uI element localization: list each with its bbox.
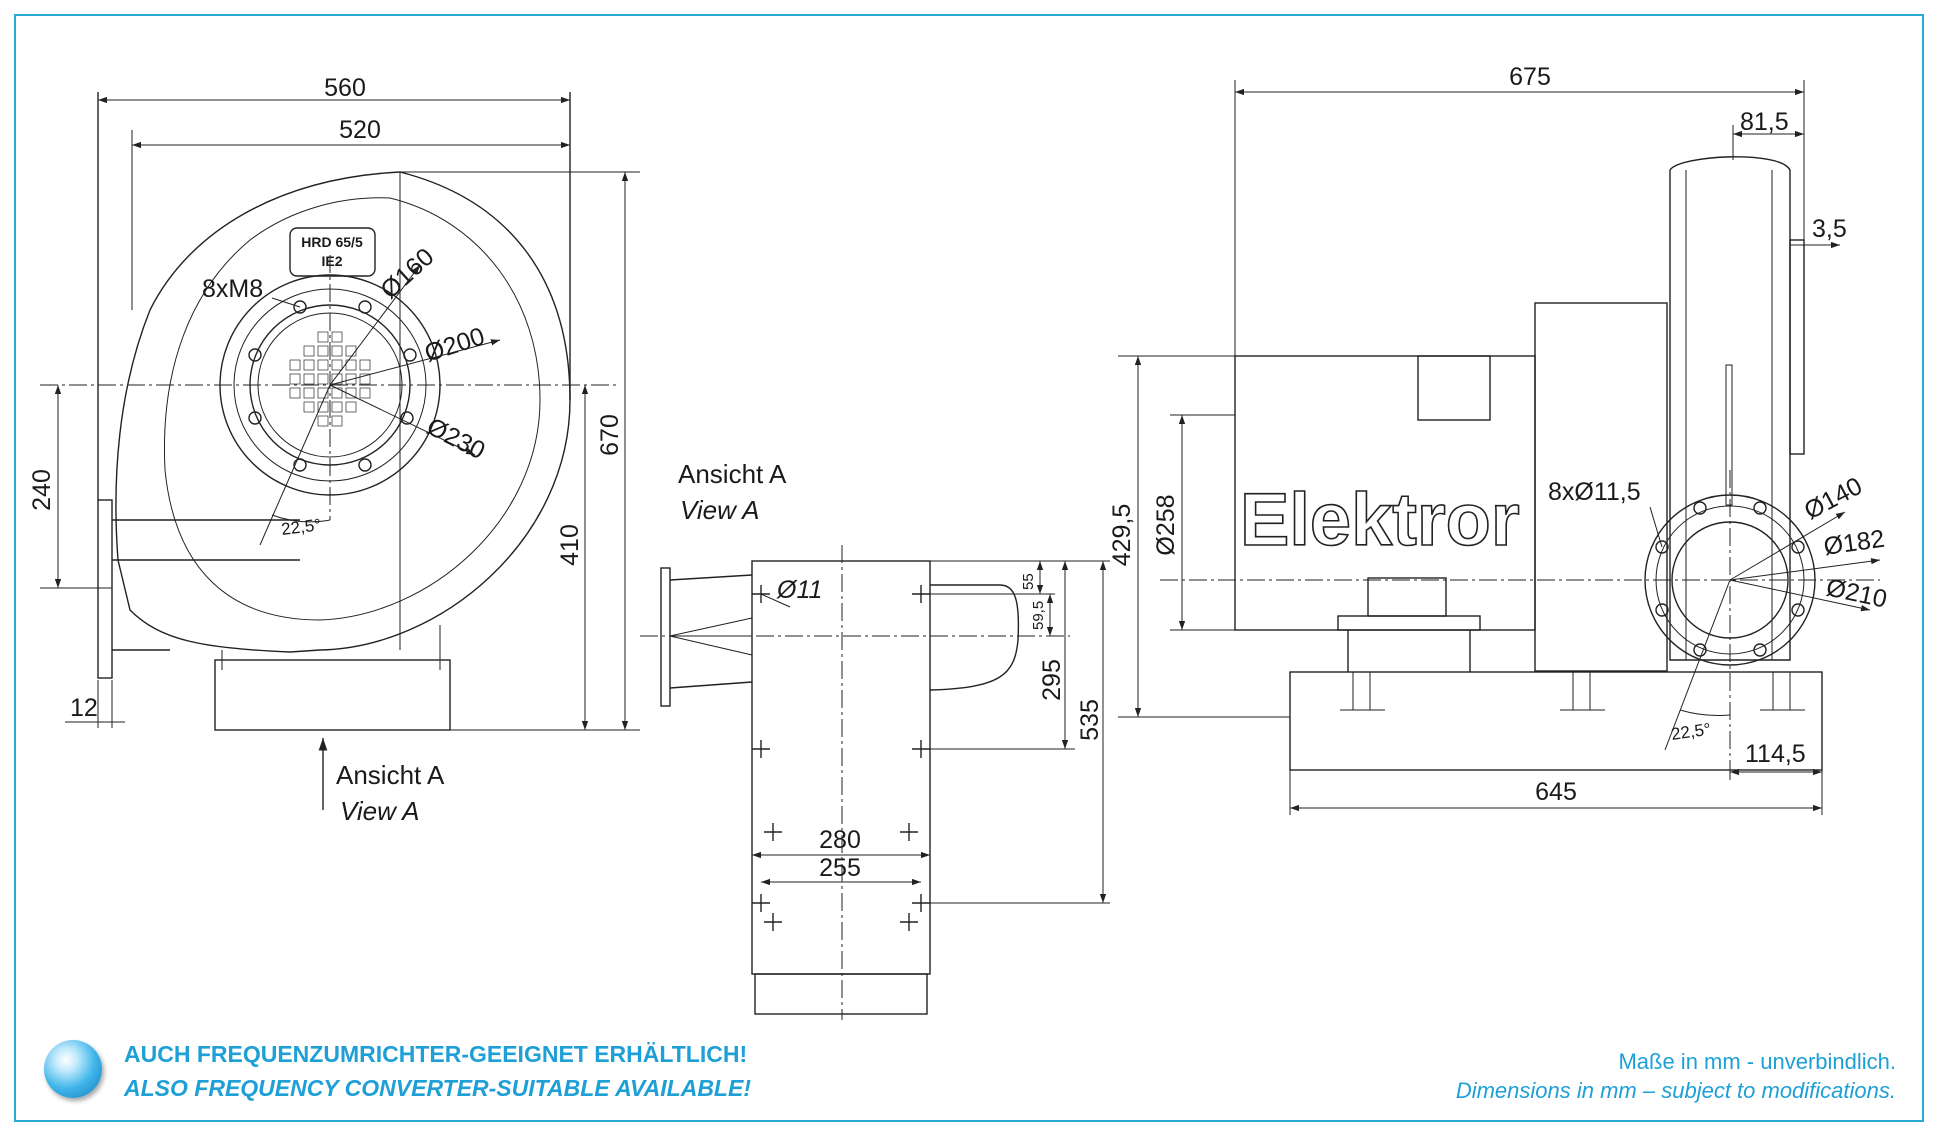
dim-d182: Ø182 [1822, 525, 1886, 561]
dim-d210: Ø210 [1824, 573, 1890, 613]
side-bolt-callout: 8xØ11,5 [1548, 478, 1641, 506]
nameplate-line2: IE2 [321, 253, 342, 269]
inlet-grid [289, 331, 371, 427]
view-a-hole-dim: Ø11 [776, 576, 822, 604]
drawing-frame [14, 14, 1924, 1122]
bolt-callout: 8xM8 [202, 275, 263, 303]
dim-645: 645 [1535, 778, 1577, 806]
view-a-dim-280: 280 [819, 826, 861, 854]
dim-d200: Ø200 [421, 322, 488, 368]
view-a-dim-295: 295 [1038, 659, 1066, 701]
view-a-title-en: View A [680, 495, 760, 525]
view-a-holes [752, 585, 930, 931]
volute-housing [115, 171, 571, 653]
dim-3-5: 3,5 [1812, 215, 1847, 243]
dim-d140: Ø140 [1800, 472, 1867, 525]
side-bolt-holes [1655, 501, 1805, 657]
info-orb-icon [44, 1040, 102, 1098]
footer-units-de: Maße in mm - unverbindlich. [1618, 1049, 1896, 1074]
front-view: HRD 65/5 IE2 560 520 670 410 240 12 8xM8… [28, 74, 640, 826]
nameplate [289, 227, 376, 277]
dim-114-5: 114,5 [1745, 740, 1806, 768]
dim-410: 410 [556, 524, 584, 566]
nameplate-line1: HRD 65/5 [301, 234, 363, 250]
dim-d258: Ø258 [1152, 494, 1180, 555]
view-a-stand [754, 973, 928, 1015]
footer-note-de: AUCH FREQUENZUMRICHTER-GEEIGNET ERHÄLTLI… [124, 1041, 748, 1067]
view-arrow-label-en: View A [340, 796, 420, 826]
dim-81-5: 81,5 [1740, 108, 1789, 136]
view-a-title-de: Ansicht A [678, 459, 787, 489]
bolt-holes [248, 300, 417, 472]
footer-note-en: ALSO FREQUENCY CONVERTER-SUITABLE AVAILA… [124, 1075, 751, 1101]
dim-670: 670 [596, 414, 624, 456]
view-a: Ansicht A View A [640, 459, 1110, 1020]
side-view: Elektror 675 81,5 3,5 429,5 Ø258 8x [1108, 63, 1889, 815]
view-a-housing [751, 560, 931, 975]
dim-429-5: 429,5 [1108, 504, 1136, 567]
motor-stand [214, 659, 451, 731]
view-a-dim-55: 55 [1020, 573, 1037, 590]
view-a-flange [660, 567, 671, 707]
brand-lettering: Elektror [1240, 478, 1520, 561]
view-a-dim-255: 255 [819, 854, 861, 882]
volute-inner [163, 197, 541, 621]
dim-angle: 22,5° [280, 515, 322, 539]
view-a-dim-535: 535 [1076, 699, 1104, 741]
base-frame [1289, 671, 1823, 771]
dim-d160: Ø160 [375, 243, 439, 305]
dim-12: 12 [70, 694, 98, 722]
view-arrow-label-de: Ansicht A [336, 760, 445, 790]
dim-d230: Ø230 [422, 412, 489, 465]
motor-foot [1367, 577, 1447, 617]
view-a-dim-59: 59,5 [1030, 601, 1047, 630]
dim-520: 520 [339, 116, 381, 144]
motor-flange-block [1534, 302, 1668, 672]
dim-240: 240 [28, 469, 56, 511]
side-dim-angle: 22,5° [1670, 720, 1712, 744]
dim-560: 560 [324, 74, 366, 102]
footer-units-en: Dimensions in mm – subject to modificati… [1455, 1078, 1896, 1103]
terminal-box [1417, 355, 1491, 421]
dim-675: 675 [1509, 63, 1551, 91]
